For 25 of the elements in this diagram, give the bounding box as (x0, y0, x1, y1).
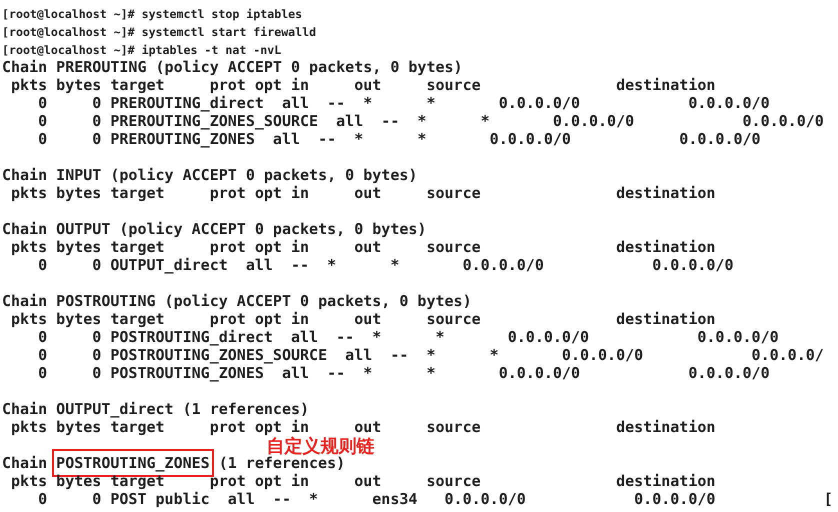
annotation-text: 自定义规则链 (266, 436, 375, 457)
terminal-output-line: 0 0 PREROUTING_ZONES all -- * * 0.0.0.0/0 0.0.0.0/0 (37, 130, 761, 148)
terminal-output-line: pkts bytes target prot opt in out source destination (10, 76, 716, 94)
terminal-output-line: pkts bytes target prot opt in out source destination (10, 238, 716, 256)
command-line: [root@localhost ~]# iptables -t nat -nvL (2, 43, 282, 57)
terminal-output-line: 0 0 OUTPUT_direct all -- * * 0.0.0.0/0 0.0.0.0/0 (37, 256, 734, 274)
terminal-output-line: pkts bytes target prot opt in out source destination (10, 310, 716, 328)
terminal-output-line: Chain (2, 454, 48, 472)
terminal-output-line: 0 0 PREROUTING_direct all -- * * 0.0.0.0/0 0.0.0.0/0 (37, 94, 770, 112)
terminal-output-line: 0 0 PREROUTING_ZONES_SOURCE all -- * * 0.0.0.0/0 0.0.0.0/0 (37, 112, 824, 130)
terminal-output-line: Chain PREROUTING (policy ACCEPT 0 packets, 0 bytes) (2, 58, 463, 76)
terminal-output-line: Chain OUTPUT (policy ACCEPT 0 packets, 0 bytes) (2, 220, 426, 238)
terminal-output-line: Chain INPUT (policy ACCEPT 0 packets, 0 bytes) (2, 166, 418, 184)
command-line: [root@localhost ~]# systemctl start firewalld (2, 25, 316, 39)
terminal-output-line: (1 references) (218, 454, 346, 472)
terminal-output-line: 0 0 POSTROUTING_ZONES all -- * * 0.0.0.0/0 0.0.0.0/0 (37, 364, 770, 382)
terminal-output-line: pkts bytes target prot opt in out source destination (10, 418, 716, 436)
terminal-output-line: Chain POSTROUTING (policy ACCEPT 0 packets, 0 bytes) (2, 292, 472, 310)
command-line: [root@localhost ~]# systemctl stop iptables (2, 7, 302, 21)
terminal-output-line: pkts bytes target prot opt in out source destination (10, 472, 716, 490)
terminal-output-line: 0 0 POSTROUTING_direct all -- * * 0.0.0.0/0 0.0.0.0/0 (37, 328, 779, 346)
terminal-output-line: pkts bytes target prot opt in out source destination (10, 184, 716, 202)
terminal-output-line: 0 0 POST public all -- * ens34 0.0.0.0/0 0.0.0.0/0 [ (37, 490, 833, 508)
terminal-output-line: 0 0 POSTROUTING_ZONES_SOURCE all -- * * 0.0.0.0/0 0.0.0.0/ (37, 346, 824, 364)
terminal-output-line: Chain OUTPUT_direct (1 references) (2, 400, 310, 418)
